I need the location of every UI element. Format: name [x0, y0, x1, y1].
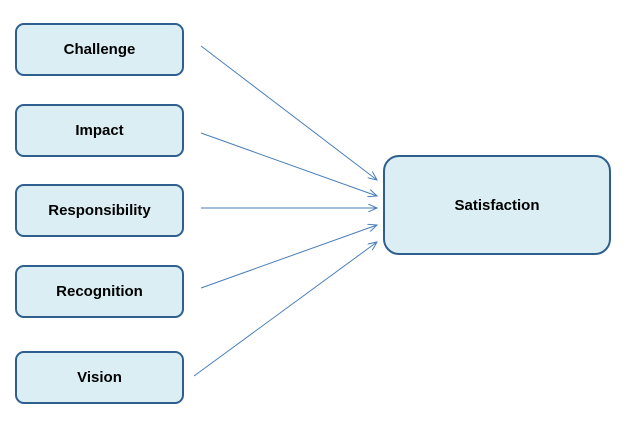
node-satisfaction-label: Satisfaction — [454, 196, 540, 214]
node-responsibility: Responsibility — [15, 184, 184, 237]
node-satisfaction: Satisfaction — [383, 155, 611, 255]
arrow-impact-to-satisfaction — [200, 132, 377, 196]
arrow-recognition-to-satisfaction — [200, 225, 377, 289]
node-impact: Impact — [15, 104, 184, 157]
node-challenge-label: Challenge — [63, 41, 136, 58]
node-vision: Vision — [15, 351, 184, 404]
node-responsibility-label: Responsibility — [48, 202, 151, 219]
node-recognition-label: Recognition — [56, 283, 143, 300]
node-impact-label: Impact — [75, 122, 124, 139]
node-vision-label: Vision — [77, 369, 122, 386]
arrow-challenge-to-satisfaction — [200, 45, 377, 180]
node-recognition: Recognition — [15, 265, 184, 318]
node-challenge: Challenge — [15, 23, 184, 76]
arrow-vision-to-satisfaction — [193, 242, 377, 377]
